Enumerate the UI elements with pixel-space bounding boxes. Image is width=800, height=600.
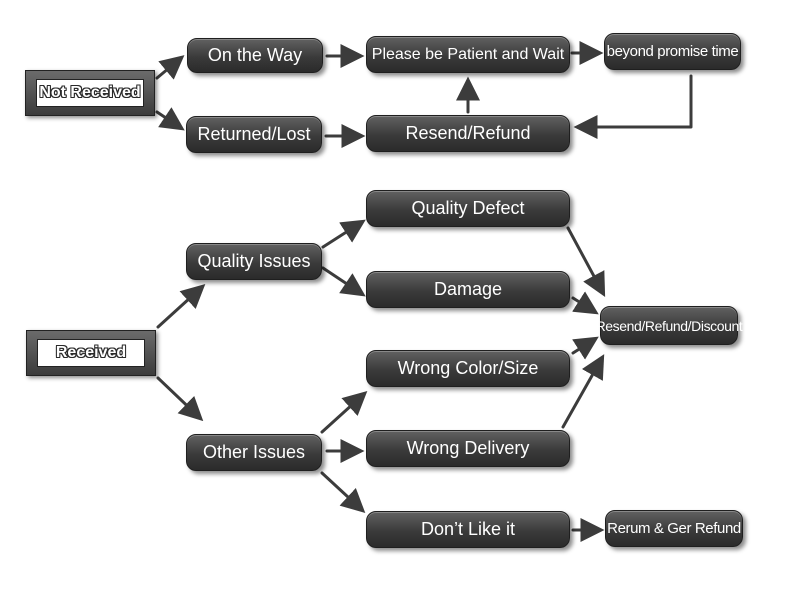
arrow-wrong-color-to-resolution [571,336,599,360]
received-label: Received [55,344,127,361]
other-issues-node: Other Issues [186,434,322,471]
not-received-label: Not Received [39,84,141,101]
arrow-beyond-promise-to-resend-refund [573,74,693,139]
arrow-other-issues-to-dont-like [320,471,366,514]
resend-refund-discount-node: Resend/Refund/Discount [596,306,743,345]
quality-defect-node: Quality Defect [366,190,570,227]
arrow-quality-defect-to-resolution [566,226,606,297]
return-refund-node: Rerum & Ger Refund [605,510,743,547]
please-wait-node: Please be Patient and Wait [366,36,570,73]
received-root: Received [26,330,156,376]
arrow-received-to-quality-issues [156,283,206,329]
not-received-root: Not Received [25,70,155,116]
arrow-wrong-delivery-to-resolution [561,354,605,429]
wrong-color-size-node: Wrong Color/Size [366,350,570,387]
arrow-quality-issues-to-damage [321,266,366,297]
dont-like-node: Don’t Like it [366,511,570,548]
wrong-delivery-node: Wrong Delivery [366,430,570,467]
arrow-received-to-other-issues [156,376,204,422]
on-the-way-node: On the Way [187,38,323,73]
arrow-quality-issues-to-quality-defect [321,219,366,249]
beyond-promise-node: beyond promise time [604,33,741,70]
arrow-not-received-to-returned-lost [155,107,185,131]
arrow-not-received-to-on-the-way [155,55,185,80]
returned-lost-node: Returned/Lost [186,116,322,153]
quality-issues-node: Quality Issues [186,243,322,280]
arrow-damage-to-resolution [571,291,599,315]
resend-refund-node: Resend/Refund [366,115,570,152]
damage-node: Damage [366,271,570,308]
arrow-other-issues-to-wrong-color [320,390,368,434]
